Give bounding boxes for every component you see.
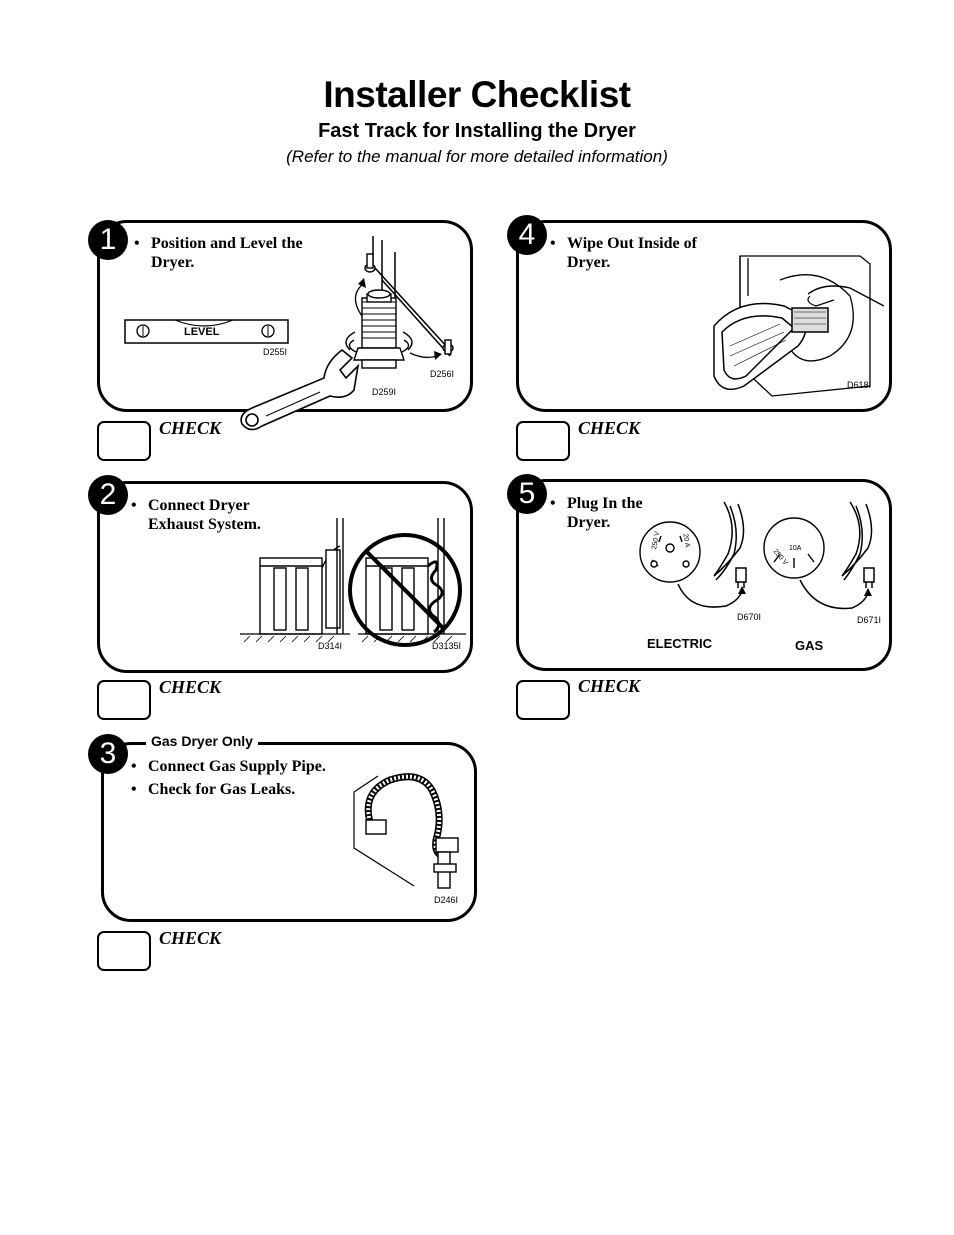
figure-code: D256I: [430, 369, 455, 379]
step-1-check-label: CHECK: [159, 418, 222, 438]
step-3-check-box[interactable]: [97, 931, 151, 971]
figure-code: D618I: [847, 380, 872, 390]
page-note: (Refer to the manual for more detailed i…: [286, 147, 668, 166]
no-symbol-icon: [348, 533, 462, 647]
level-label: LEVEL: [184, 326, 220, 338]
step-3-check-label: CHECK: [159, 928, 222, 948]
power-plug-icon: [799, 501, 875, 610]
step-2-bullets: Connect Dryer Exhaust System.: [131, 496, 271, 534]
list-item: Wipe Out Inside of Dryer.: [550, 234, 730, 272]
outlet-label: 10A: [789, 545, 802, 552]
step-5-check-box[interactable]: [516, 680, 570, 720]
step-1-check-box[interactable]: [97, 421, 151, 461]
gas-hose-icon: [364, 773, 459, 889]
step-4-bullets: Wipe Out Inside of Dryer.: [550, 234, 730, 272]
step-2-check-label: CHECK: [159, 677, 222, 697]
step-3-illustration: [353, 773, 459, 889]
dryer-icon: [259, 518, 445, 635]
power-outlet-icon: [763, 517, 825, 579]
step-3-bullets: Connect Gas Supply Pipe. Check for Gas L…: [131, 755, 351, 801]
list-item: Connect Gas Supply Pipe.: [131, 755, 351, 778]
figure-code: D670I: [737, 612, 762, 622]
figure-code: D3135I: [432, 641, 462, 651]
step-2-illustration: [240, 518, 466, 647]
step-5-check-label: CHECK: [578, 676, 641, 696]
step-5-bullets: Plug In the Dryer.: [550, 494, 660, 532]
figure-code: D246I: [434, 895, 459, 905]
step-4-badge: 4: [507, 215, 547, 255]
step-4-illustration: [713, 255, 884, 397]
step-5-illustration: [639, 501, 875, 610]
figure-code: D259I: [372, 387, 397, 397]
spirit-level-icon: [124, 319, 289, 344]
list-item: Position and Level the Dryer.: [134, 234, 324, 272]
step-1-badge: 1: [88, 220, 128, 260]
leveling-foot-icon: [345, 253, 454, 369]
step-3-header-rule: [132, 742, 142, 745]
figure-code: D255I: [263, 347, 288, 357]
power-plug-icon: [677, 501, 747, 608]
step-2-check-box[interactable]: [97, 680, 151, 720]
page-subtitle: Fast Track for Installing the Dryer: [318, 120, 636, 142]
step-4-check-box[interactable]: [516, 421, 570, 461]
step-3-badge: 3: [88, 734, 128, 774]
step-1-illustration: [124, 236, 454, 431]
electric-label: ELECTRIC: [647, 636, 712, 651]
step-3-header: Gas Dryer Only: [146, 733, 258, 749]
step-5-badge: 5: [507, 474, 547, 514]
page-title: Installer Checklist: [323, 74, 631, 115]
list-item: Plug In the Dryer.: [550, 494, 660, 532]
power-outlet-icon: [639, 521, 701, 583]
dryer-icon: [353, 775, 415, 887]
figure-code: D671I: [857, 615, 882, 625]
list-item: Connect Dryer Exhaust System.: [131, 496, 271, 534]
list-item: Check for Gas Leaks.: [131, 778, 351, 801]
figure-code: D314I: [318, 641, 343, 651]
wrench-icon: [240, 348, 360, 431]
step-4-check-label: CHECK: [578, 418, 641, 438]
step-1-bullets: Position and Level the Dryer.: [134, 234, 324, 272]
step-2-badge: 2: [88, 475, 128, 515]
gas-label: GAS: [795, 638, 824, 653]
lint-filter-icon: [713, 302, 829, 391]
